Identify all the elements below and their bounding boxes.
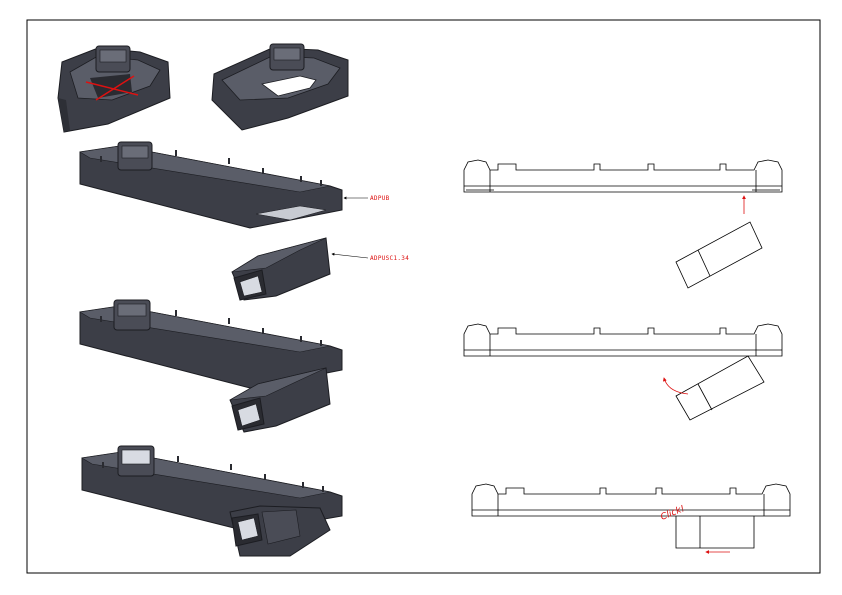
iso-base-plate-2 [79,299,343,389]
sheet-border [26,19,821,574]
iso-holder-part [231,237,331,301]
line-view-holder-1 [675,221,763,289]
line-view-base-3 [471,483,791,517]
line-view-base-2 [463,323,783,357]
line-view-base-1 [463,159,783,193]
iso-base-plate-1 [79,141,343,229]
iso-holder-attaching [229,367,331,433]
iso-holder-installed [229,505,331,557]
part-label-1: ADPUB [370,195,390,202]
click-label: Click! [659,504,686,523]
rotate-arrow [662,377,689,395]
iso-view-small-2 [211,43,349,131]
part-label-2: ADPUSC1.34 [370,255,409,262]
part-callout-1: ADPUB [343,195,390,202]
part-callout-2: ADPUSC1.34 [331,252,409,262]
line-view-holder-2 [675,355,765,421]
line-view-holder-3 [675,516,755,549]
iso-view-small-1 [57,45,171,133]
